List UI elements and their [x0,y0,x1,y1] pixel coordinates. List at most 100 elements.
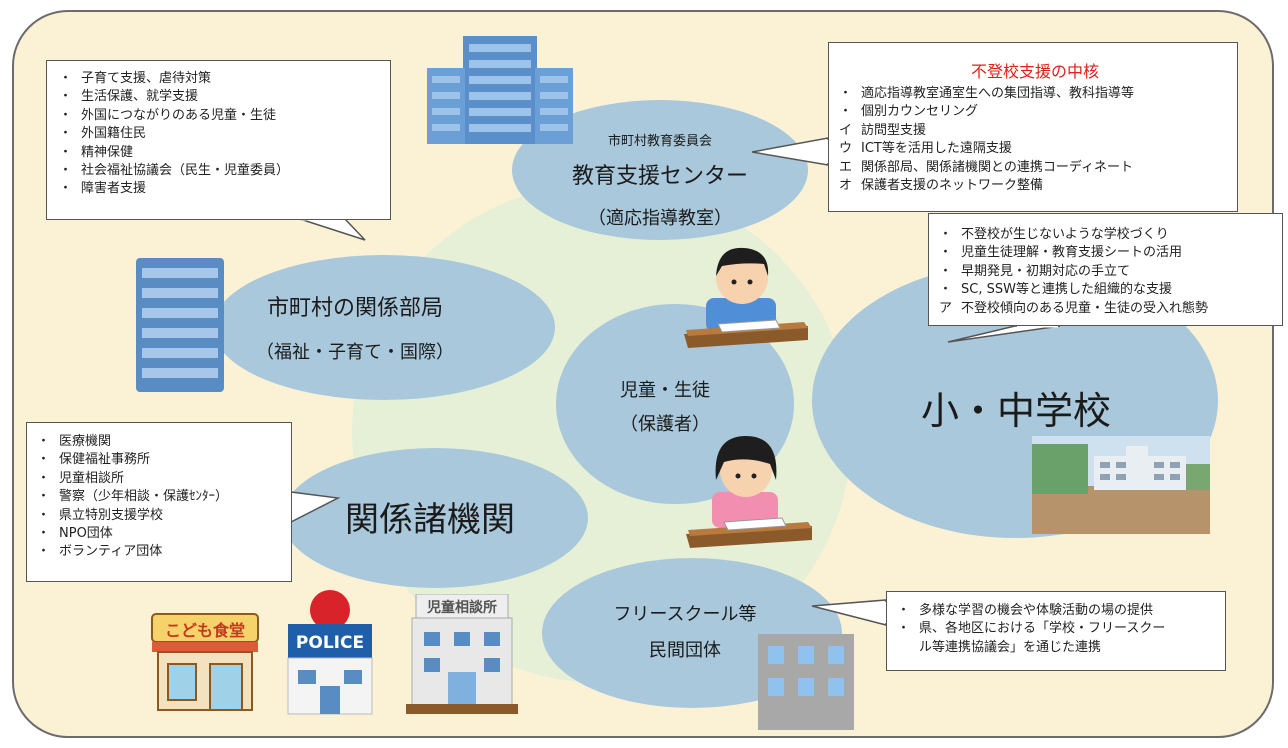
item-marker: ・ [37,489,51,505]
child-guidance-center-icon: 児童相談所 [406,594,518,714]
callout-item: ・不登校が生じないような学校づくり [939,226,1276,244]
item-marker: ・ [59,89,73,105]
education-center-title: 教育支援センター [571,164,748,189]
item-marker: ・ [37,526,51,542]
item-text: ICT等を活用した遠隔支援 [861,141,1012,157]
item-text: SC, SSW等と連携した組織的な支援 [961,282,1172,298]
item-text: 社会福祉協議会（民生・児童委員） [81,163,290,179]
girl-studying-icon [686,436,812,548]
item-text: ル等連携協議会」を通じた連携 [919,639,1102,655]
callout-item: ・ NPO団体 [37,525,285,543]
callout-item: ウ ICT等を活用した遠隔支援 [839,140,1231,158]
free-school-building-icon [758,634,854,730]
free-school-subtitle: 民間団体 [649,640,721,661]
item-text: 子育て支援、虐待対策 [81,71,212,86]
callout-item: ・障害者支援 [59,180,382,198]
item-marker: ・ [897,603,911,618]
item-marker: ・ [37,544,51,560]
item-marker: ・ [37,470,51,486]
callout-item: ・社会福祉協議会（民生・児童委員） [59,162,382,180]
item-marker: オ [839,178,853,194]
callout-item: オ保護者支援のネットワーク整備 [839,177,1231,195]
related-agencies-title: 関係諸機関 [345,500,515,540]
item-text: 県、各地区における「学校・フリースクー [919,621,1166,637]
item-marker: ・ [59,107,73,123]
item-marker: イ [839,122,853,138]
callout-item: ・警察（少年相談・保護ｾﾝﾀｰ） [37,488,285,506]
item-marker: ア [939,300,953,316]
school-photo-icon [1032,436,1210,534]
office-tower-icon [136,258,224,392]
free-school-title: フリースクール等 [613,604,757,625]
callout-item: ・医療機関 [37,433,285,451]
callout-free-school: ・多様な学習の機会や体験活動の場の提供・県、各地区における「学校・フリースクール… [886,591,1226,671]
item-text: 適応指導教室通室生への集団指導、教科指導等 [861,86,1135,101]
callout-item: ・個別カウンセリング [839,103,1231,121]
item-text: 不登校傾向のある児童・生徒の受入れ態勢 [961,300,1209,316]
callout-school: ・不登校が生じないような学校づくり・児童生徒理解・教育支援シートの活用・早期発見… [928,213,1283,326]
item-text: 個別カウンセリング [861,104,979,120]
student-title: 児童・生徒 [620,380,710,401]
callout-item: ・外国につながりのある児童・生徒 [59,107,382,125]
item-text: 不登校が生じないような学校づくり [961,227,1169,242]
callout-item: ・保健福祉事務所 [37,451,285,469]
item-marker: ・ [59,181,73,197]
item-marker: ・ [59,126,73,142]
callout-item: ・子育て支援、虐待対策 [59,70,382,88]
callout-item: ・早期発見・初期対応の手立て [939,263,1276,281]
item-text: 医療機関 [59,434,112,449]
kodomo-shokudo-sign: こども食堂 [165,621,245,640]
item-marker: ・ [939,282,953,298]
item-marker: ・ [37,452,51,468]
office-building-icon [427,36,573,144]
item-marker: ・ [839,104,853,120]
item-text: 訪問型支援 [861,122,927,138]
item-marker: ウ [839,141,853,157]
item-text: 県立特別支援学校 [59,507,164,523]
item-text: 保健福祉事務所 [59,452,151,468]
callout-item: ・多様な学習の機会や体験活動の場の提供 [897,602,1219,620]
item-text: 早期発見・初期対応の手立て [961,263,1131,279]
item-marker [897,639,919,657]
item-text: NPO団体 [59,526,113,542]
item-marker: ・ [37,507,51,523]
callout-item: エ関係部局、関係諸機関との連携コーディネート [839,159,1231,177]
item-text: 外国籍住民 [81,126,147,142]
item-marker: ・ [939,263,953,279]
core-support-heading: 不登校支援の中核 [970,62,1099,81]
callout-item: ・県立特別支援学校 [37,507,285,525]
education-center-subtitle: （適応指導教室） [588,208,732,229]
item-marker: ・ [939,227,953,242]
item-marker: エ [839,159,853,175]
callout-item: ル等連携協議会」を通じた連携 [897,639,1219,657]
item-marker: ・ [939,245,953,261]
item-marker: ・ [839,86,853,101]
student-subtitle: （保護者） [620,414,710,435]
callout-item: ・児童生徒理解・教育支援シートの活用 [939,244,1276,262]
callout-municipal-departments: ・子育て支援、虐待対策・生活保護、就学支援・外国につながりのある児童・生徒・外国… [46,60,391,220]
item-text: ボランティア団体 [59,544,163,560]
callout-item: ・外国籍住民 [59,125,382,143]
ellipse-municipal-departments [213,255,555,400]
callout-item: ・精神保健 [59,144,382,162]
child-guidance-sign: 児童相談所 [426,599,497,616]
item-text: 児童生徒理解・教育支援シートの活用 [961,245,1183,261]
item-text: 関係部局、関係諸機関との連携コーディネート [861,159,1133,175]
item-text: 警察（少年相談・保護ｾﾝﾀｰ） [59,489,229,505]
item-text: 精神保健 [81,144,134,160]
school-title: 小・中学校 [920,389,1111,433]
item-marker: ・ [59,163,73,179]
item-marker: ・ [37,434,51,449]
callout-related-agencies: ・医療機関・保健福祉事務所・児童相談所・警察（少年相談・保護ｾﾝﾀｰ）・県立特別… [26,422,292,582]
item-text: 保護者支援のネットワーク整備 [861,178,1044,194]
police-station-icon: POLICE [287,590,373,715]
item-text: 児童相談所 [59,470,125,486]
callout-item: ・適応指導教室通室生への集団指導、教科指導等 [839,85,1231,103]
item-marker: ・ [897,621,911,637]
callout-item: ア不登校傾向のある児童・生徒の受入れ態勢 [939,300,1276,318]
item-marker: ・ [59,144,73,160]
item-text: 多様な学習の機会や体験活動の場の提供 [919,603,1154,618]
ellipse-related-agencies [282,448,588,588]
